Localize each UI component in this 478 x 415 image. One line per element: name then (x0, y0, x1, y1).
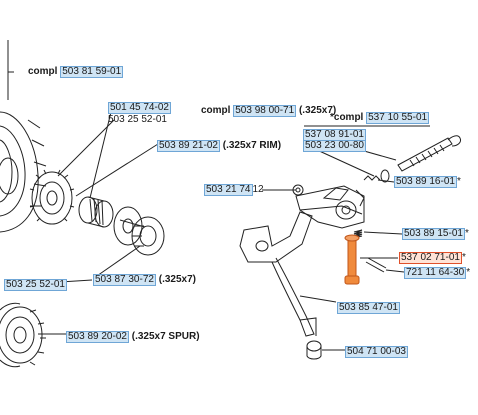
label-503891601: 503 89 16-01* (394, 176, 461, 188)
label-504710003: 504 71 00-03 (345, 346, 408, 358)
label-compl-503980071: compl 503 98 00-71 (.325x7) (201, 105, 336, 117)
label-spur-503892002: 503 89 20-02 (.325x7 SPUR) (66, 331, 200, 343)
part-number-537027101-selected[interactable]: 537 02 71-01 (399, 252, 462, 264)
compl-prefix: *compl (330, 112, 364, 123)
part-number-503891501[interactable]: 503 89 15-01 (402, 228, 465, 240)
part-number-503892002[interactable]: 503 89 20-02 (66, 331, 129, 343)
spur-sprocket-lower (0, 302, 46, 368)
spur-sprocket-upper (119, 216, 165, 256)
label-537027101: 537 02 71-01* (399, 252, 466, 264)
part-number-503891601[interactable]: 503 89 16-01 (394, 176, 457, 188)
pump-lever (239, 211, 317, 337)
part-number-501457402[interactable]: 501 45 74-02 (108, 102, 171, 114)
part-number-tail: * (461, 252, 466, 263)
part-number-503255201-text: 503 25 52-01 (108, 114, 167, 125)
clutch-drum (0, 111, 47, 233)
highlighted-bolt[interactable] (344, 234, 360, 285)
label-503255201b: 503 25 52-01 (4, 279, 67, 291)
oil-pump-body (292, 184, 365, 229)
label-503891501: 503 89 15-01* (402, 228, 469, 240)
part-number-tail: 12 (252, 184, 264, 195)
end-cap (306, 340, 322, 360)
rim-sprocket (29, 169, 75, 225)
leader-lines-left (38, 107, 159, 335)
label-503255201: 503 25 52-01 (108, 114, 167, 126)
rim-suffix: (.325x7 RIM) (222, 140, 282, 151)
label-721116430: 721 11 64-30* (404, 267, 470, 279)
part-number-503892102[interactable]: 503 89 21-02 (157, 140, 220, 152)
compl-suffix: (.325x7) (298, 105, 337, 116)
label-503230080: 503 23 00-80 (303, 140, 366, 152)
part-number-50321741[interactable]: 503 21 74 (204, 184, 253, 196)
label-sprocket-503873072: 503 87 30-72 (.325x7) (93, 274, 196, 286)
part-number-503255201[interactable]: 503 25 52-01 (4, 279, 67, 291)
label-compl-503815901: compl 503 81 59-01 (28, 66, 124, 78)
left-frame-rule (7, 40, 14, 100)
compl-prefix: compl (201, 105, 231, 116)
part-number-503854701[interactable]: 503 85 47-01 (337, 302, 400, 314)
part-number-721116430[interactable]: 721 11 64-30 (404, 267, 467, 279)
pin (365, 257, 387, 273)
part-number-tail: * (466, 267, 471, 278)
part-number-503873072[interactable]: 503 87 30-72 (93, 274, 156, 286)
label-rim-sprocket: 503 89 21-02 (.325x7 RIM) (157, 140, 281, 152)
part-number-tail: * (464, 228, 469, 239)
compl-prefix: compl (28, 66, 58, 77)
spring-small (363, 169, 390, 183)
label-501457402: 501 45 74-02 (108, 102, 171, 114)
part-number-503815901[interactable]: 503 81 59-01 (60, 66, 124, 78)
part-number-503230080[interactable]: 503 23 00-80 (303, 140, 366, 152)
part-number-tail: * (456, 176, 461, 187)
part-number-537105501[interactable]: 537 10 55-01 (366, 112, 430, 124)
label-compl-537105501: *compl 537 10 55-01 (330, 112, 430, 124)
sprocket-suffix: (.325x7) (158, 274, 196, 285)
part-number-503980071[interactable]: 503 98 00-71 (233, 105, 297, 117)
needle-bearing (78, 196, 114, 228)
part-number-504710003[interactable]: 504 71 00-03 (345, 346, 408, 358)
adjusting-screw (397, 135, 461, 172)
spur-suffix: (.325x7 SPUR) (131, 331, 200, 342)
label-503854701: 503 85 47-01 (337, 302, 400, 314)
